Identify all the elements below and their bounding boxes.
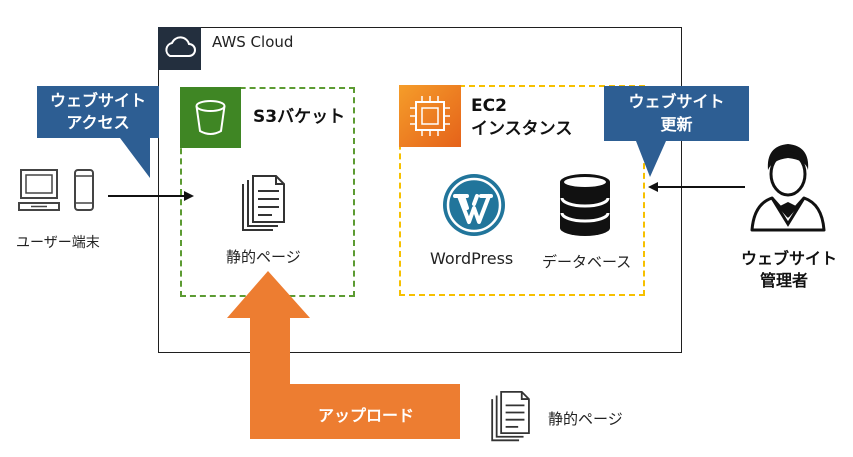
aws-cloud-group [158,27,682,353]
upload-label: アップロード [318,406,415,425]
ec2-instance-group [399,85,645,296]
ec2-instance-icon [399,85,461,147]
ec2-title-line2: インスタンス [471,119,573,139]
wordpress-icon [443,174,505,236]
user-callout-line1: ウェブサイト [49,91,146,110]
static-page-document-icon [242,175,285,231]
user-device-label: ユーザー端末 [16,235,100,251]
wordpress-label: WordPress [430,249,514,268]
ec2-title-line1: EC2 [471,96,507,116]
admin-callout-line2: 更新 [660,115,693,134]
user-callout-line2: アクセス [66,113,130,132]
aws-cloud-icon [158,27,201,70]
aws-cloud-title: AWS Cloud [212,33,294,51]
database-label: データベース [542,253,632,271]
admin-callout-line1: ウェブサイト [628,92,725,111]
database-icon [560,174,610,236]
admin-label-line2: 管理者 [760,271,809,290]
admin-label-line1: ウェブサイト [741,249,838,268]
user-device-icon [18,169,94,211]
uploaded-page-label: 静的ページ [548,410,623,428]
s3-static-page-label: 静的ページ [226,248,301,266]
uploaded-page-document-icon [491,391,530,442]
s3-bucket-icon [180,87,241,148]
admin-person-icon [750,144,826,232]
s3-bucket-title: S3バケット [253,107,346,127]
